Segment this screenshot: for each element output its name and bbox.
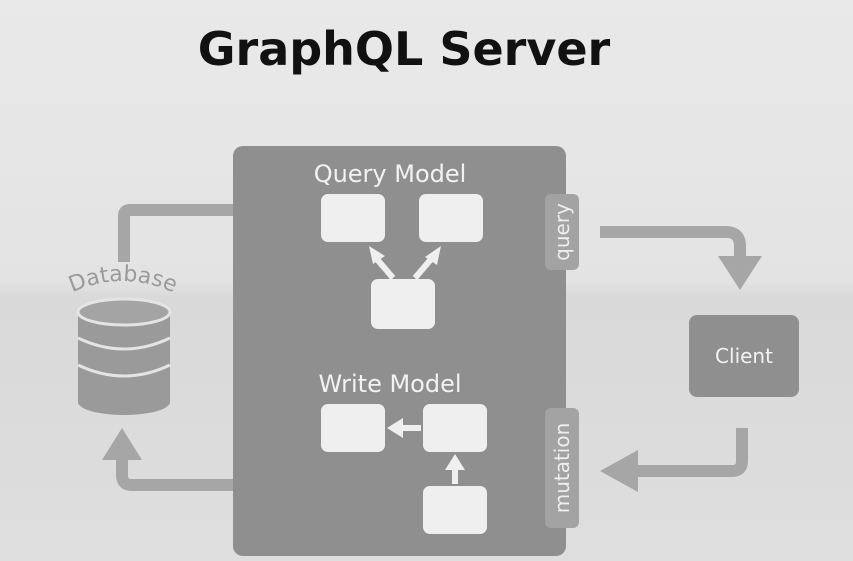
query-node-left [321,194,385,242]
write-node-bottom [423,486,487,534]
database-icon [76,297,172,415]
write-node-left [321,404,385,452]
mutation-tab-label: mutation [550,422,574,514]
write-node-right [423,404,487,452]
arrow-head-client-to-mutation [600,450,638,492]
query-tab: query [545,194,579,270]
page-title: GraphQL Server [197,22,611,76]
arrow-query-to-client [600,226,746,258]
query-tab-label: query [550,203,574,261]
query-node-right [419,194,483,242]
mutation-tab: mutation [545,408,579,528]
arrow-head-write-to-database [102,428,142,460]
graphql-server-box: Query Model Write Model query mutation [233,146,579,556]
server-internal-arrows [369,246,465,484]
arrow-database-to-query [118,204,268,262]
client-label: Client [715,344,773,368]
query-model-label: Query Model [313,160,467,188]
arrow-head-query-to-client [718,256,762,290]
client-box: Client [689,315,799,397]
database-label: Database [65,262,181,298]
query-node-bottom [371,279,435,329]
write-model-label: Write Model [318,370,462,398]
arrow-client-to-mutation [634,428,748,477]
arrow-write-to-database [116,458,290,491]
